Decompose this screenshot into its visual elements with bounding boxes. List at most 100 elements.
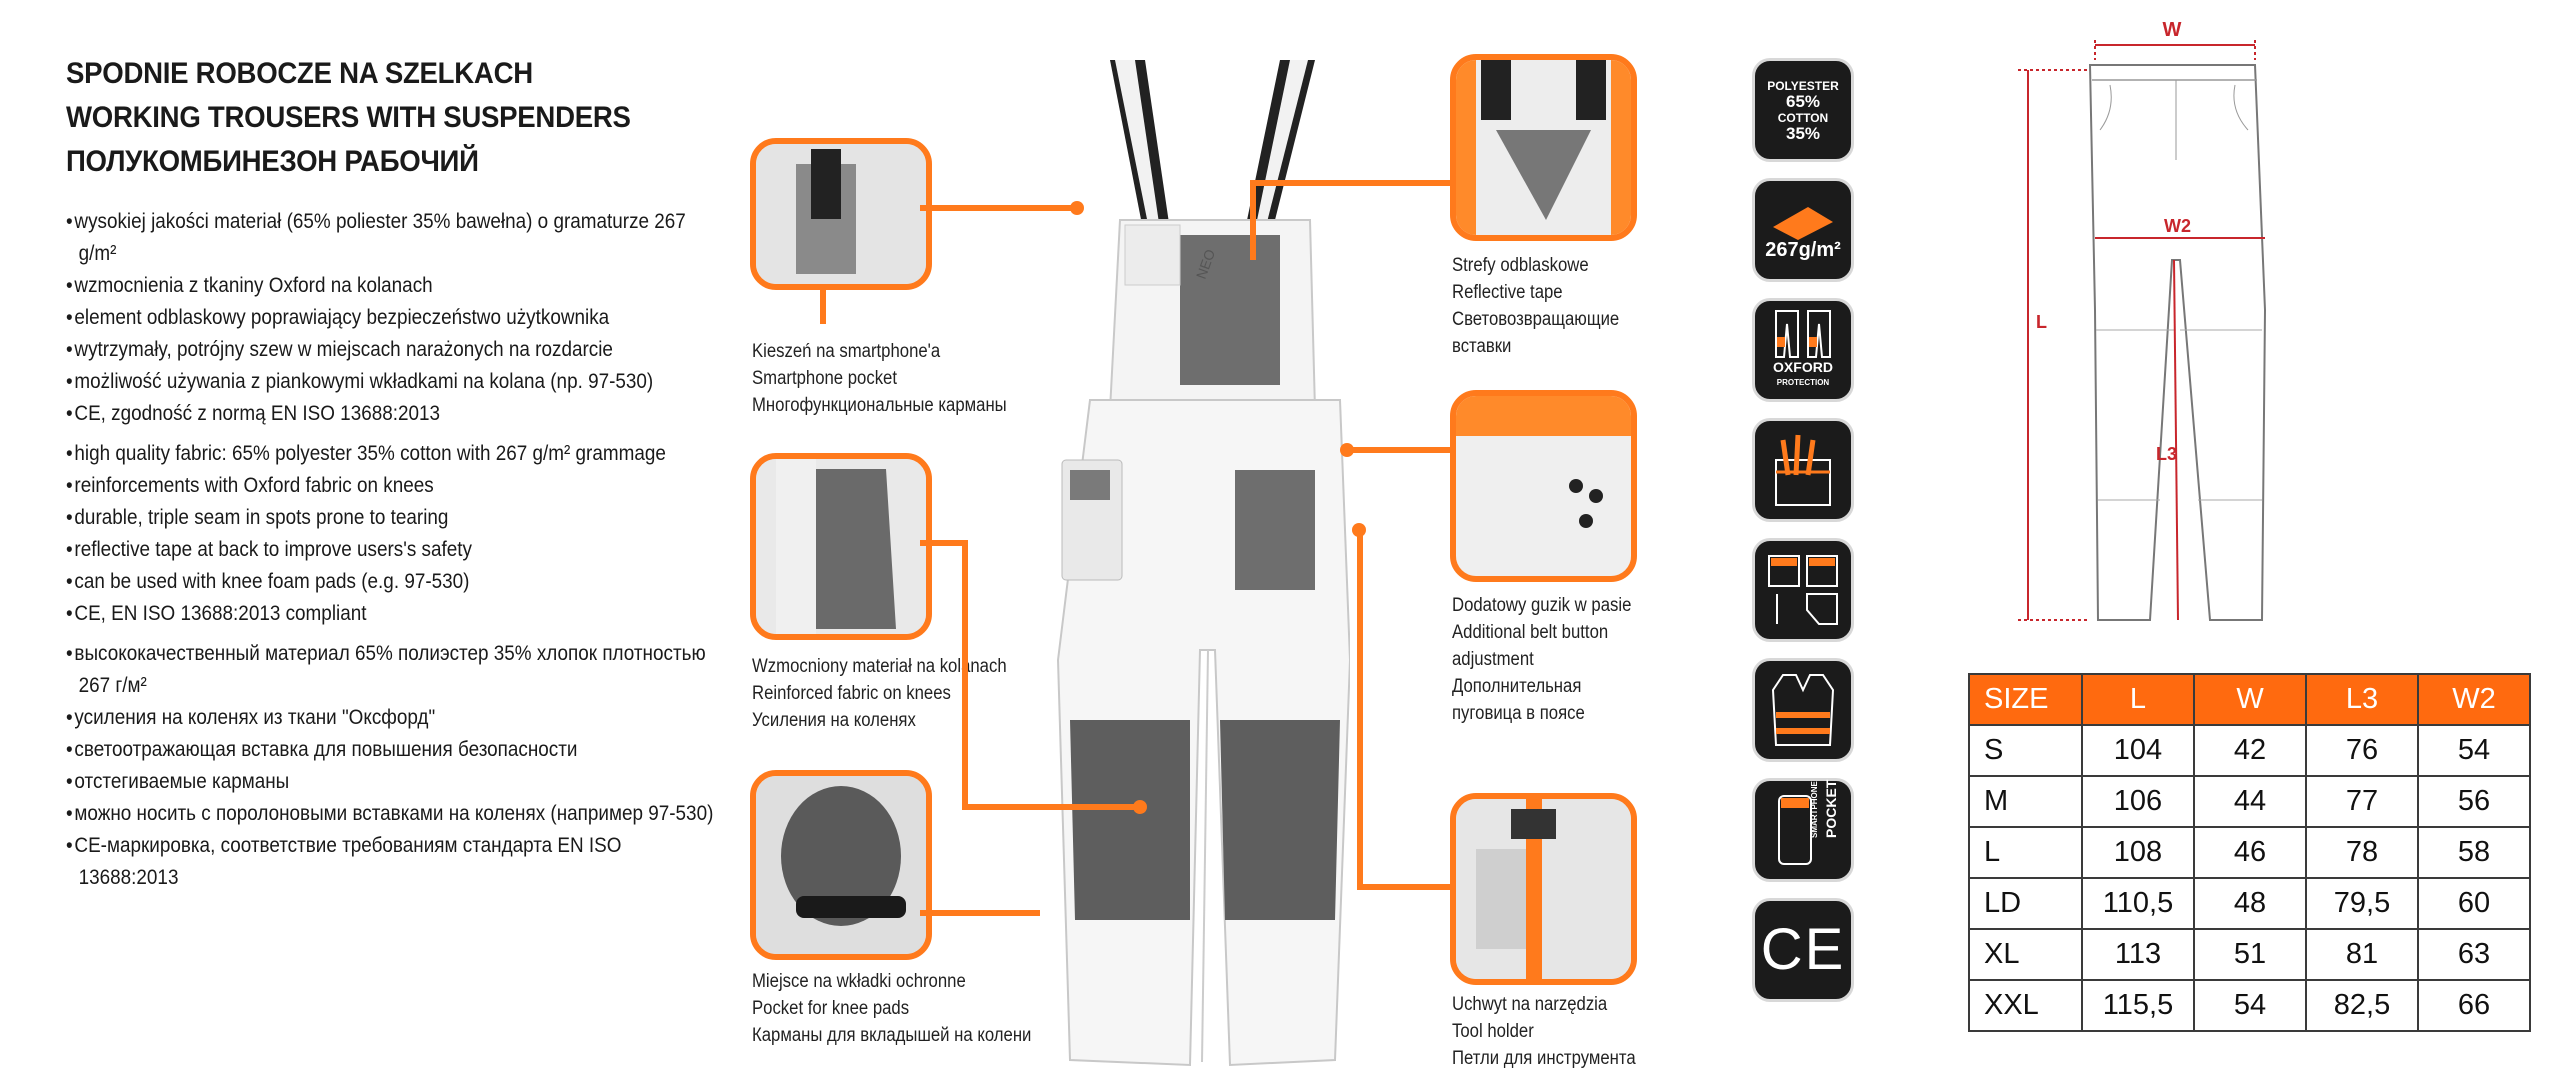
column-header: W: [2193, 673, 2307, 726]
table-cell: XXL: [1968, 979, 2083, 1032]
table-cell: 56: [2417, 775, 2531, 828]
belt-button-photo: [1450, 390, 1637, 582]
reflective-vest-icon: [1752, 658, 1854, 762]
title-en: WORKING TROUSERS WITH SUSPENDERS: [66, 101, 631, 134]
smartphone-pocket-photo: [750, 138, 932, 290]
table-cell: XL: [1968, 928, 2083, 981]
table-cell: 76: [2305, 724, 2419, 777]
list-item: высококачественный материал 65% полиэсте…: [66, 638, 718, 702]
list-item: reflective tape at back to improve users…: [66, 534, 718, 566]
table-cell: 104: [2081, 724, 2195, 777]
table-cell: 66: [2417, 979, 2531, 1032]
table-cell: L: [1968, 826, 2083, 879]
table-row: M 106 44 77 56: [1968, 775, 2531, 828]
table-cell: 81: [2305, 928, 2419, 981]
table-cell: 63: [2417, 928, 2531, 981]
smartphone-pocket-icon: SMARTPHONE POCKET: [1752, 778, 1854, 882]
callout-line: [962, 804, 1140, 810]
list-item: element odblaskowy poprawiający bezpiecz…: [66, 302, 718, 334]
callout-line: [920, 540, 968, 546]
table-cell: 106: [2081, 775, 2195, 828]
table-cell: 79,5: [2305, 877, 2419, 930]
table-cell: 44: [2193, 775, 2307, 828]
list-item: możliwość używania z piankowymi wkładkam…: [66, 366, 718, 398]
table-cell: 54: [2193, 979, 2307, 1032]
tool-holder-photo: [1450, 793, 1637, 985]
callout-line: [920, 910, 1040, 916]
table-cell: 108: [2081, 826, 2195, 879]
callout-line: [920, 205, 1078, 211]
fabric-weight-icon: 267g/m²: [1752, 178, 1854, 282]
list-item: светоотражающая вставка для повышения бе…: [66, 734, 718, 766]
label-w: W: [2163, 20, 2182, 41]
callout-dot: [1133, 800, 1147, 814]
size-table: SIZE L W L3 W2 S 104 42 76 54 M 106 44 7…: [1968, 673, 2531, 1032]
features-pl: wysokiej jakości materiał (65% poliester…: [66, 206, 706, 430]
list-item: high quality fabric: 65% polyester 35% c…: [66, 438, 718, 470]
column-header: SIZE: [1968, 673, 2083, 726]
label-w2: W2: [2164, 216, 2191, 236]
list-item: CE-маркировка, соответствие требованиям …: [66, 830, 718, 894]
table-cell: 42: [2193, 724, 2307, 777]
label-l3: L3: [2156, 444, 2177, 464]
callout-line: [1350, 447, 1450, 453]
tool-loops-icon: [1752, 418, 1854, 522]
label-l: L: [2036, 312, 2047, 332]
list-item: можно носить с поролоновыми вставками на…: [66, 798, 718, 830]
column-header: W2: [2417, 673, 2531, 726]
knee-reinforcement-photo: [750, 453, 932, 640]
list-item: can be used with knee foam pads (e.g. 97…: [66, 566, 718, 598]
table-cell: 54: [2417, 724, 2531, 777]
table-row: LD 110,5 48 79,5 60: [1968, 877, 2531, 930]
table-row: S 104 42 76 54: [1968, 724, 2531, 777]
reflective-tape-photo: [1450, 54, 1637, 241]
table-cell: 58: [2417, 826, 2531, 879]
table-cell: LD: [1968, 877, 2083, 930]
table-cell: 60: [2417, 877, 2531, 930]
list-item: отстегиваемые карманы: [66, 766, 718, 798]
table-cell: 110,5: [2081, 877, 2195, 930]
list-item: durable, triple seam in spots prone to t…: [66, 502, 718, 534]
table-cell: S: [1968, 724, 2083, 777]
pockets-icon: [1752, 538, 1854, 642]
table-cell: 48: [2193, 877, 2307, 930]
table-cell: 82,5: [2305, 979, 2419, 1032]
product-description: SPODNIE ROBOCZE NA SZELKACH WORKING TROU…: [66, 52, 713, 894]
fabric-composition-icon: POLYESTER 65% COTTON 35%: [1752, 58, 1854, 162]
list-item: wzmocnienia z tkaniny Oxford na kolanach: [66, 270, 718, 302]
table-cell: 46: [2193, 826, 2307, 879]
callout-dot: [1070, 201, 1084, 215]
table-cell: M: [1968, 775, 2083, 828]
ce-mark-icon: CE: [1752, 898, 1854, 1002]
table-row: XL 113 51 81 63: [1968, 928, 2531, 981]
list-item: wytrzymały, potrójny szew w miejscach na…: [66, 334, 718, 366]
features-en: high quality fabric: 65% polyester 35% c…: [66, 438, 706, 630]
list-item: reinforcements with Oxford fabric on kne…: [66, 470, 718, 502]
callout-line: [1357, 884, 1450, 890]
table-cell: 78: [2305, 826, 2419, 879]
list-item: CE, EN ISO 13688:2013 compliant: [66, 598, 718, 630]
column-header: L: [2081, 673, 2195, 726]
column-header: L3: [2305, 673, 2419, 726]
title-pl: SPODNIE ROBOCZE NA SZELKACH: [66, 57, 533, 90]
callout-line: [962, 540, 968, 810]
oxford-protection-icon: OXFORD PROTECTION: [1752, 298, 1854, 402]
callout-line: [820, 290, 826, 324]
table-cell: 113: [2081, 928, 2195, 981]
callout-line: [1250, 180, 1256, 260]
table-row: XXL 115,5 54 82,5 66: [1968, 979, 2531, 1032]
table-cell: 115,5: [2081, 979, 2195, 1032]
table-row: L 108 46 78 58: [1968, 826, 2531, 879]
list-item: wysokiej jakości materiał (65% poliester…: [66, 206, 718, 270]
overalls-image: NEO: [1056, 60, 1350, 1067]
features-ru: высококачественный материал 65% полиэсте…: [66, 638, 713, 894]
callout-line: [1250, 180, 1450, 186]
trousers-dimension-diagram: W W2 L L3: [2018, 20, 2267, 621]
